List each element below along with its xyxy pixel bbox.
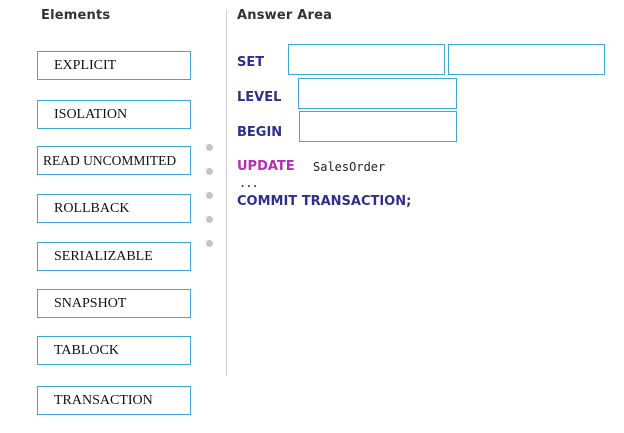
element-serializable[interactable]: SERIALIZABLE — [37, 242, 191, 271]
drag-handle-dot-icon[interactable] — [206, 192, 213, 199]
element-label: EXPLICIT — [54, 57, 117, 73]
commit-statement: COMMIT TRANSACTION; — [237, 194, 412, 209]
drag-handle-dot-icon[interactable] — [206, 144, 213, 151]
update-keyword: UPDATE — [237, 159, 295, 174]
drag-handle-dot-icon[interactable] — [206, 168, 213, 175]
element-label: SNAPSHOT — [54, 295, 127, 311]
elements-heading: Elements — [41, 8, 111, 23]
element-label: TRANSACTION — [54, 392, 153, 408]
drop-target-set-2[interactable] — [448, 44, 605, 75]
level-keyword: LEVEL — [237, 90, 282, 105]
element-label: ISOLATION — [54, 106, 128, 122]
table-name: SalesOrder — [313, 160, 386, 174]
element-label: TABLOCK — [54, 342, 119, 358]
element-label: SERIALIZABLE — [54, 248, 153, 264]
element-rollback[interactable]: ROLLBACK — [37, 194, 191, 223]
drop-target-begin[interactable] — [299, 111, 457, 142]
element-explicit[interactable]: EXPLICIT — [37, 51, 191, 80]
element-transaction[interactable]: TRANSACTION — [37, 386, 191, 415]
begin-keyword: BEGIN — [237, 125, 283, 140]
drag-handle-dot-icon[interactable] — [206, 216, 213, 223]
drag-handle-dot-icon[interactable] — [206, 240, 213, 247]
element-tablock[interactable]: TABLOCK — [37, 336, 191, 365]
answer-area-heading: Answer Area — [237, 8, 333, 23]
element-label: ROLLBACK — [54, 200, 130, 216]
drop-target-level[interactable] — [298, 78, 457, 109]
drop-target-set-1[interactable] — [288, 44, 445, 75]
panel-divider — [226, 10, 227, 376]
set-keyword: SET — [237, 55, 265, 70]
element-snapshot[interactable]: SNAPSHOT — [37, 289, 191, 318]
element-label: READ UNCOMMITED — [43, 152, 177, 168]
element-read-uncommited[interactable]: READ UNCOMMITED — [37, 146, 191, 175]
ellipsis: ... — [239, 176, 259, 190]
element-isolation[interactable]: ISOLATION — [37, 100, 191, 129]
